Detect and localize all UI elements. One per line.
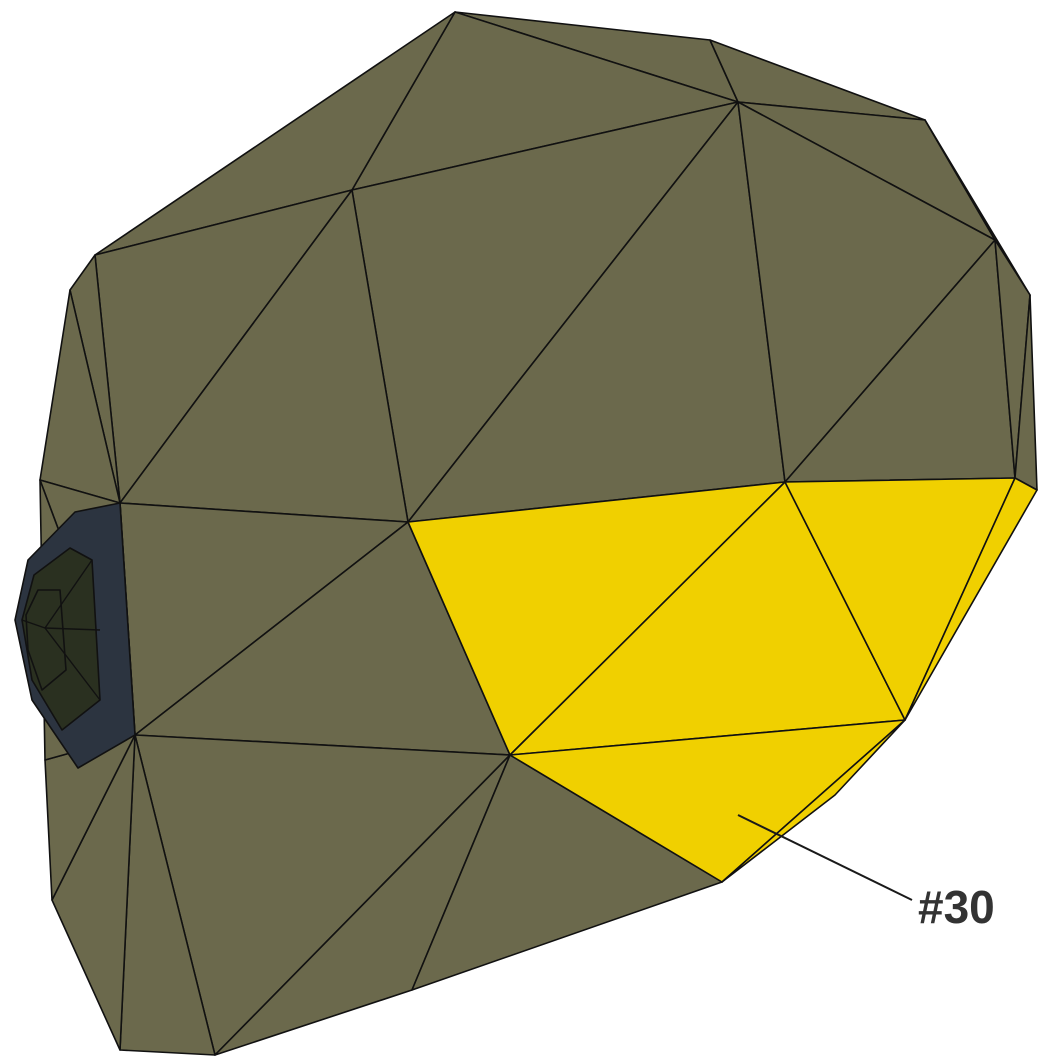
callout-label: #30 xyxy=(918,881,995,933)
mesh-faces xyxy=(15,12,1037,1055)
callout-leader-line xyxy=(738,815,912,900)
